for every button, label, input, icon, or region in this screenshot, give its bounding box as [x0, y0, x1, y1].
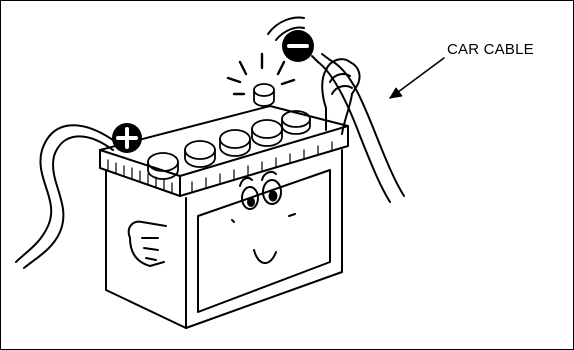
- callout-leader: [389, 57, 445, 99]
- hand-icon: [321, 58, 361, 135]
- positive-terminal-icon: [112, 123, 142, 153]
- cell-caps: [147, 110, 311, 180]
- positive-cable: [15, 124, 114, 269]
- pointing-hand-icon: [127, 220, 167, 267]
- negative-terminal-icon: [282, 30, 314, 62]
- motion-arcs: [267, 16, 305, 41]
- battery-face: [231, 171, 296, 264]
- negative-terminal-post: [253, 83, 275, 107]
- spark-lines: [226, 52, 296, 96]
- car-cable: [311, 53, 405, 203]
- car-cable-label: CAR CABLE: [447, 41, 534, 58]
